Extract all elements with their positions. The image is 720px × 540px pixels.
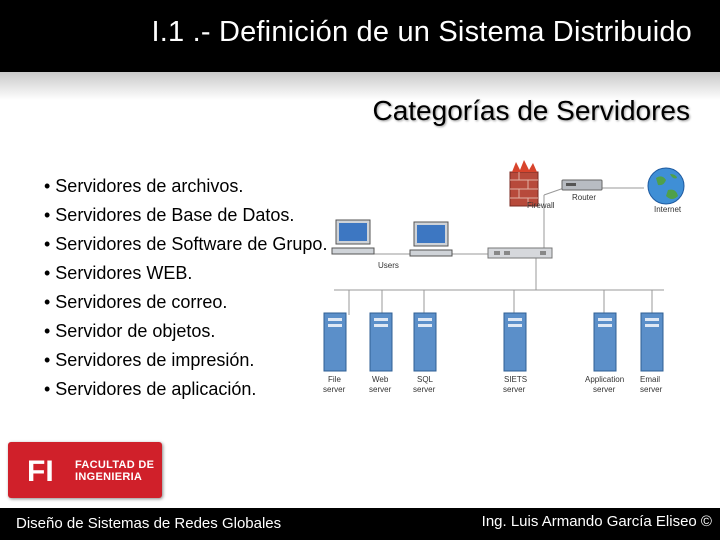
footer-bar: Diseño de Sistemas de Redes Globales Ing…	[0, 508, 720, 540]
slide-title: I.1 .- Definición de un Sistema Distribu…	[151, 16, 692, 48]
server-icon	[413, 312, 437, 372]
switch-icon	[487, 247, 553, 259]
title-shadow	[0, 72, 720, 100]
server-label: Web	[372, 375, 389, 384]
server-icon	[640, 312, 664, 372]
bullet-item: • Servidores de archivos.	[44, 176, 244, 196]
internet-label: Internet	[654, 205, 682, 214]
server-label: server	[369, 385, 392, 394]
firewall-label: Firewall	[527, 201, 555, 210]
server-label: SQL	[417, 375, 434, 384]
server-label: server	[503, 385, 526, 394]
faculty-logo: FI FACULTAD DE INGENIERIA	[8, 442, 162, 498]
server-icon	[503, 312, 527, 372]
course-name: Diseño de Sistemas de Redes Globales	[16, 515, 282, 532]
network-diagram: Firewall Router Internet Users File serv…	[323, 160, 685, 394]
logo-line-2: INGENIERIA	[75, 471, 143, 483]
users-label: Users	[378, 261, 399, 270]
title-bar: I.1 .- Definición de un Sistema Distribu…	[0, 0, 720, 72]
slide-subtitle: Categorías de Servidores	[372, 95, 690, 126]
server-label: SIETS	[504, 375, 527, 384]
server-label: server	[413, 385, 436, 394]
logo-line-1: FACULTAD DE	[75, 459, 155, 471]
router-label: Router	[572, 193, 596, 202]
bullet-item: • Servidores de Base de Datos.	[44, 205, 295, 225]
server-label: server	[323, 385, 346, 394]
bullet-item: • Servidores de aplicación.	[44, 379, 257, 399]
computer-icon	[409, 221, 453, 257]
bullet-item: • Servidores de impresión.	[44, 350, 255, 370]
svg-text:FI: FI	[27, 455, 54, 485]
computer-icon	[331, 219, 375, 255]
globe-icon	[647, 167, 685, 205]
bullet-item: • Servidores WEB.	[44, 263, 193, 283]
server-label: File	[328, 375, 341, 384]
firewall-icon	[509, 160, 539, 207]
bullet-item: • Servidores de correo.	[44, 292, 228, 312]
server-label: server	[640, 385, 663, 394]
server-categories-list: • Servidores de archivos. • Servidores d…	[44, 172, 327, 404]
bullet-item: • Servidor de objetos.	[44, 321, 216, 341]
server-icon	[369, 312, 393, 372]
server-label: Application	[585, 375, 624, 384]
author-credit: Ing. Luis Armando García Eliseo ©	[481, 513, 712, 530]
server-icon	[323, 312, 347, 372]
server-label: server	[593, 385, 616, 394]
server-icon	[593, 312, 617, 372]
server-label: Email	[640, 375, 660, 384]
router-icon	[561, 179, 603, 191]
bullet-item: • Servidores de Software de Grupo.	[44, 234, 328, 254]
fi-monogram-icon: FI	[27, 455, 54, 485]
